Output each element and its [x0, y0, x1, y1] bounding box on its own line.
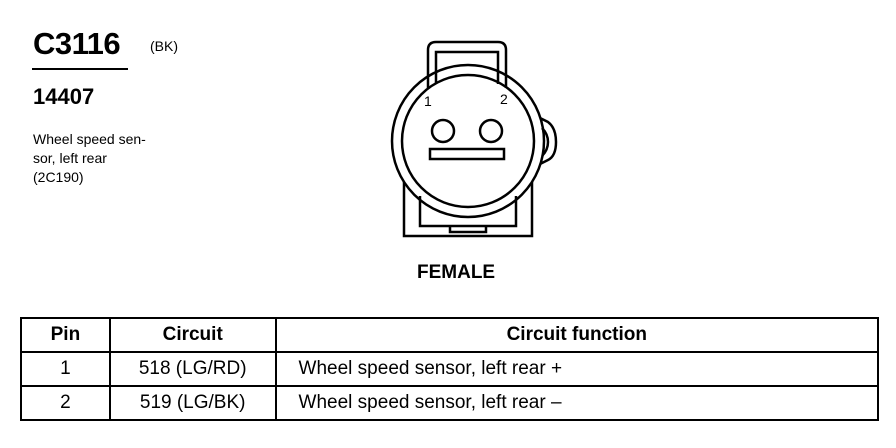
connector-id: C3116: [33, 26, 121, 61]
side-key-inner: [541, 127, 550, 157]
description-line: Wheel speed sen-: [33, 131, 146, 147]
description-line: sor, left rear: [33, 150, 107, 166]
circuit-cell: 518 (LG/RD): [108, 351, 277, 387]
connector-gender: FEMALE: [417, 262, 496, 283]
connector-inner-ring: [400, 73, 536, 209]
pin-label-2: 2: [500, 91, 508, 107]
housing-inner-line: [418, 196, 518, 228]
connector-description: Wheel speed sen- sor, left rear (2C190): [33, 130, 183, 187]
circuit-cell: 519 (LG/BK): [108, 385, 277, 421]
tab-inner-line: [434, 50, 500, 84]
color-code: (BK): [150, 38, 178, 54]
connector-locking-tab: [426, 40, 508, 88]
pin-socket-2: [478, 118, 504, 144]
table-row: 1 518 (LG/RD) Wheel speed sensor, left r…: [20, 351, 880, 387]
connector-side-key: [539, 116, 558, 166]
connector-face-diagram: 1 2: [390, 40, 558, 238]
pin-table: Pin Circuit Circuit function 1 518 (LG/R…: [20, 317, 880, 421]
pin-label-1: 1: [424, 93, 432, 109]
circuit-function-cell: Wheel speed sensor, left rear –: [274, 385, 880, 421]
header-circuit-function: Circuit function: [274, 317, 880, 353]
pin-cell: 2: [20, 385, 111, 421]
table-row: 2 519 (LG/BK) Wheel speed sensor, left r…: [20, 385, 880, 421]
connector-outer-ring: [390, 63, 546, 219]
part-number: 14407: [33, 84, 95, 109]
pin-cell: 1: [20, 351, 111, 387]
header-circuit: Circuit: [108, 317, 277, 353]
circuit-function-cell: Wheel speed sensor, left rear +: [274, 351, 880, 387]
header-pin: Pin: [20, 317, 111, 353]
table-header-row: Pin Circuit Circuit function: [20, 317, 880, 353]
description-line: (2C190): [33, 169, 84, 185]
pin-socket-1: [430, 118, 456, 144]
title-underline: [32, 68, 128, 70]
connector-housing-base: [402, 182, 534, 238]
connector-key-slot: [428, 147, 506, 161]
housing-latch: [448, 226, 488, 234]
